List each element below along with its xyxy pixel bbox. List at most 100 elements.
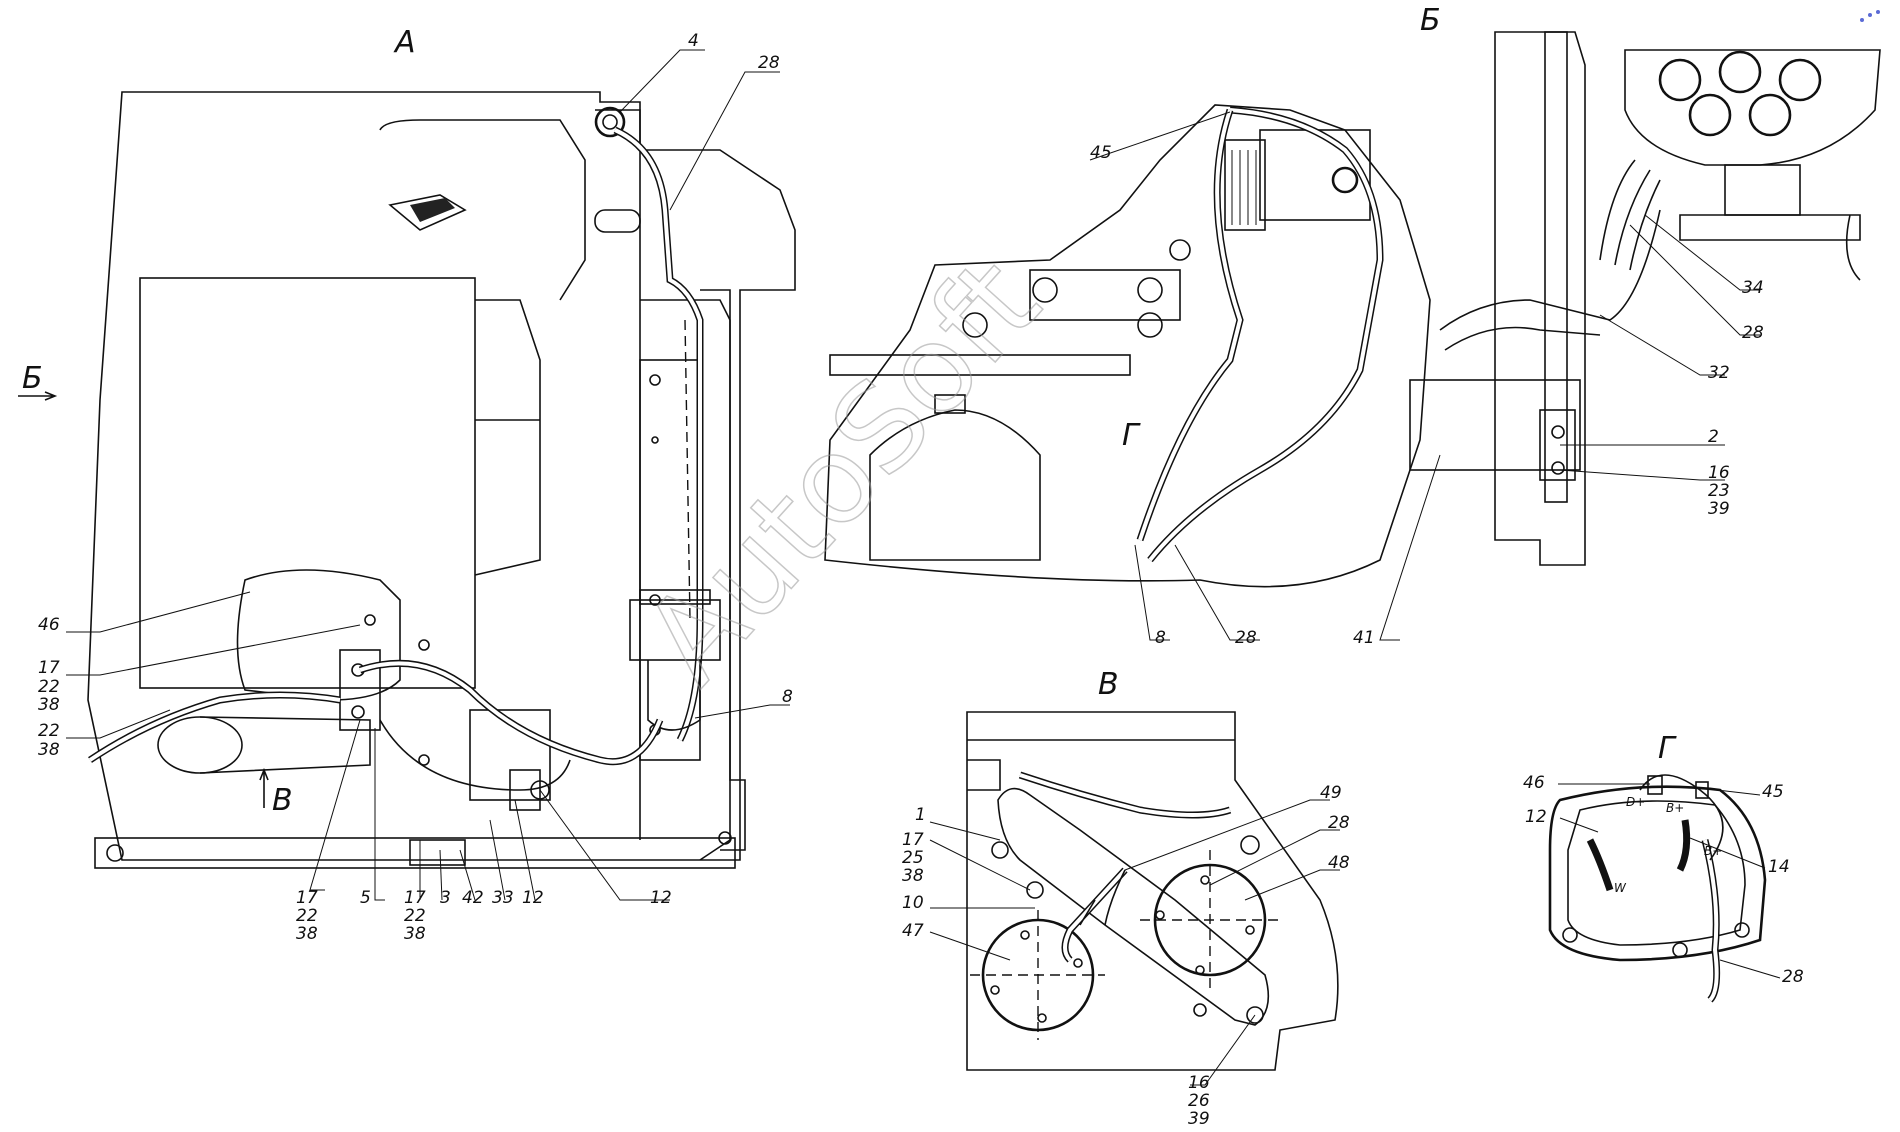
view-v-plate-bolt-1 — [991, 841, 1009, 859]
callout-v-49: 49 — [1320, 783, 1342, 803]
leader-a-46 — [66, 591, 251, 633]
callout-v-28: 28 — [1328, 813, 1350, 833]
view-v-harness-inner — [1019, 773, 1231, 962]
leader-a-12 — [539, 789, 670, 901]
view-b-outlet-2 — [1718, 50, 1762, 94]
leader-v-28 — [1209, 829, 1340, 886]
view-b-engine-outline — [824, 104, 1431, 588]
view-a-relay — [339, 649, 381, 731]
view-b-nut-3 — [1137, 312, 1163, 338]
leader-v-47 — [929, 931, 1011, 961]
callout-a-38c: 38 — [296, 924, 318, 944]
view-b-harness-right — [1439, 209, 1661, 331]
view-a-lower-harness-inner — [359, 661, 662, 764]
callout-a-17: 17 — [38, 658, 60, 678]
callout-v-1: 1 — [915, 805, 926, 825]
view-b-inner-label: Г — [1122, 418, 1141, 453]
callout-a-3: 3 — [440, 888, 451, 908]
view-b-outlet-base — [1679, 214, 1861, 281]
view-g-generator-ring — [1567, 800, 1746, 946]
leader-v-49 — [1124, 799, 1330, 871]
view-a-lower-harness — [358, 659, 664, 766]
view-v-plate — [997, 787, 1270, 1026]
view-v-motor-47-screw-3 — [990, 985, 1000, 995]
view-a-radiator-mount — [700, 289, 746, 851]
view-b-outlet-neck — [1724, 164, 1801, 216]
view-g: Г — [1548, 731, 1767, 1003]
leader-a-17 — [66, 624, 361, 676]
view-a-rail-bolt — [106, 844, 124, 862]
view-b-bracket-bolt-1 — [1551, 425, 1565, 439]
view-b-nut-1 — [1032, 277, 1058, 303]
view-v-motor-48-screw-3 — [1155, 910, 1165, 920]
view-b-deck — [829, 354, 1131, 376]
corner-dot-2 — [1868, 13, 1872, 17]
view-b-callouts: 45 34 28 32 2 16 23 39 8 28 41 Г — [1090, 143, 1764, 648]
leader-a-3 — [439, 849, 443, 901]
view-g-leaders — [1558, 783, 1781, 979]
callout-a-22d: 22 — [404, 906, 426, 926]
callout-v-17: 17 — [902, 830, 924, 850]
view-a-duct-opening — [388, 194, 467, 231]
view-b-nut-5 — [1169, 239, 1191, 261]
arrow-v-label: В — [272, 783, 293, 818]
leader-b-8 — [1134, 544, 1170, 641]
view-b-harness-left-inner — [1138, 109, 1243, 541]
callout-b-39: 39 — [1708, 499, 1730, 519]
callout-v-10: 10 — [902, 893, 924, 913]
view-b-connector-cluster — [1599, 159, 1661, 271]
terminal-w: W — [1614, 881, 1627, 895]
view-a-harness-28-inner — [614, 128, 702, 741]
callout-g-12: 12 — [1525, 807, 1547, 827]
callout-a-17b: 17 — [296, 888, 318, 908]
view-b-filter-cap — [934, 394, 966, 414]
leader-v-16 — [1190, 1014, 1256, 1086]
view-g-callouts: 46 45 12 14 28 D+ B+ B+ W — [1523, 773, 1804, 987]
callout-a-22b: 22 — [38, 721, 60, 741]
view-a-panel — [139, 277, 476, 689]
view-b-manifold — [1029, 269, 1181, 321]
callout-v-16: 16 — [1188, 1073, 1210, 1093]
leader-a-12b — [514, 799, 536, 901]
leader-g-45 — [1699, 787, 1761, 796]
callout-b-34: 34 — [1742, 278, 1764, 298]
callout-a-28: 28 — [758, 53, 780, 73]
leader-b-34 — [1644, 214, 1760, 291]
view-v-plate-bolt-3 — [1246, 1006, 1264, 1024]
view-g-connector-45 — [1695, 781, 1709, 799]
callout-a-4: 4 — [688, 31, 699, 51]
view-a-harness-loop — [379, 719, 571, 791]
view-b-nut-4 — [962, 312, 988, 338]
callout-g-28: 28 — [1782, 967, 1804, 987]
view-v-motor-47-axes — [970, 910, 1105, 1040]
arrow-b — [18, 391, 58, 401]
view-a-stud-1 — [418, 639, 430, 651]
view-g-harness-loop — [1639, 774, 1724, 861]
callout-b-2: 2 — [1708, 427, 1719, 447]
view-v-title: В — [1098, 667, 1119, 702]
corner-dot-3 — [1876, 10, 1880, 14]
view-a-title: А — [393, 25, 416, 60]
leader-b-28 — [1629, 224, 1760, 336]
callout-b-16: 16 — [1708, 463, 1730, 483]
leader-b-16 — [1559, 469, 1725, 481]
leader-v-17 — [929, 839, 1031, 891]
view-b-vertical-frame — [1494, 31, 1586, 566]
view-a-fuel-filter-cap — [639, 589, 711, 605]
callout-v-39: 39 — [1188, 1109, 1210, 1129]
leader-a-28 — [669, 71, 780, 211]
view-b-harness-right-2 — [1444, 326, 1601, 351]
view-v-motor-48 — [1153, 863, 1267, 977]
corner-mark — [1860, 10, 1880, 22]
view-a-stud-2 — [418, 754, 430, 766]
callout-a-5: 5 — [360, 888, 371, 908]
leader-a-8 — [694, 704, 790, 719]
callout-b-32: 32 — [1708, 363, 1730, 383]
view-v-motor-48-screw-1 — [1200, 875, 1210, 885]
view-b-fins-lines — [1231, 150, 1257, 225]
terminal-b-plus-2: B+ — [1704, 844, 1722, 858]
view-v-motor-47-screw-1 — [1020, 930, 1030, 940]
callout-a-33: 33 — [492, 888, 514, 908]
callout-a-8: 8 — [782, 687, 793, 707]
